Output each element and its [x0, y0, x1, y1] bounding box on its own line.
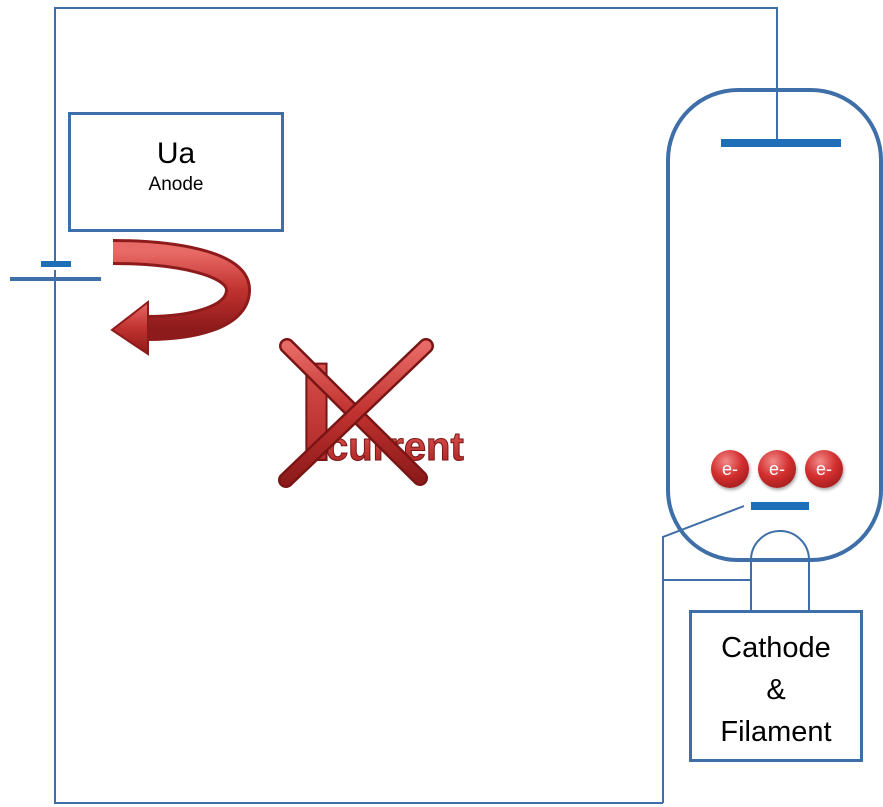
anode-label: Anode: [148, 174, 204, 195]
anode-voltage-label: Ua: [156, 137, 196, 170]
electron: e-: [758, 450, 796, 488]
circuit-wire-main: [54, 270, 663, 804]
cathode-label: Cathode: [721, 632, 831, 664]
electron: e-: [805, 450, 843, 488]
cathode-filament-box: Cathode & Filament: [689, 610, 863, 762]
current-direction-arrow: [110, 239, 252, 356]
anode-voltage-box: Ua Anode: [68, 112, 284, 232]
current-symbol: I current: [296, 332, 464, 491]
filament-wire: [750, 530, 810, 610]
ampersand-label: &: [766, 674, 786, 706]
cross-mark: [278, 338, 434, 488]
filament-label: Filament: [720, 716, 832, 748]
vacuum-tube: [666, 88, 883, 562]
cathode-feed-wire: [662, 505, 745, 803]
electron: e-: [711, 450, 749, 488]
circuit-wire-top: [54, 7, 778, 264]
